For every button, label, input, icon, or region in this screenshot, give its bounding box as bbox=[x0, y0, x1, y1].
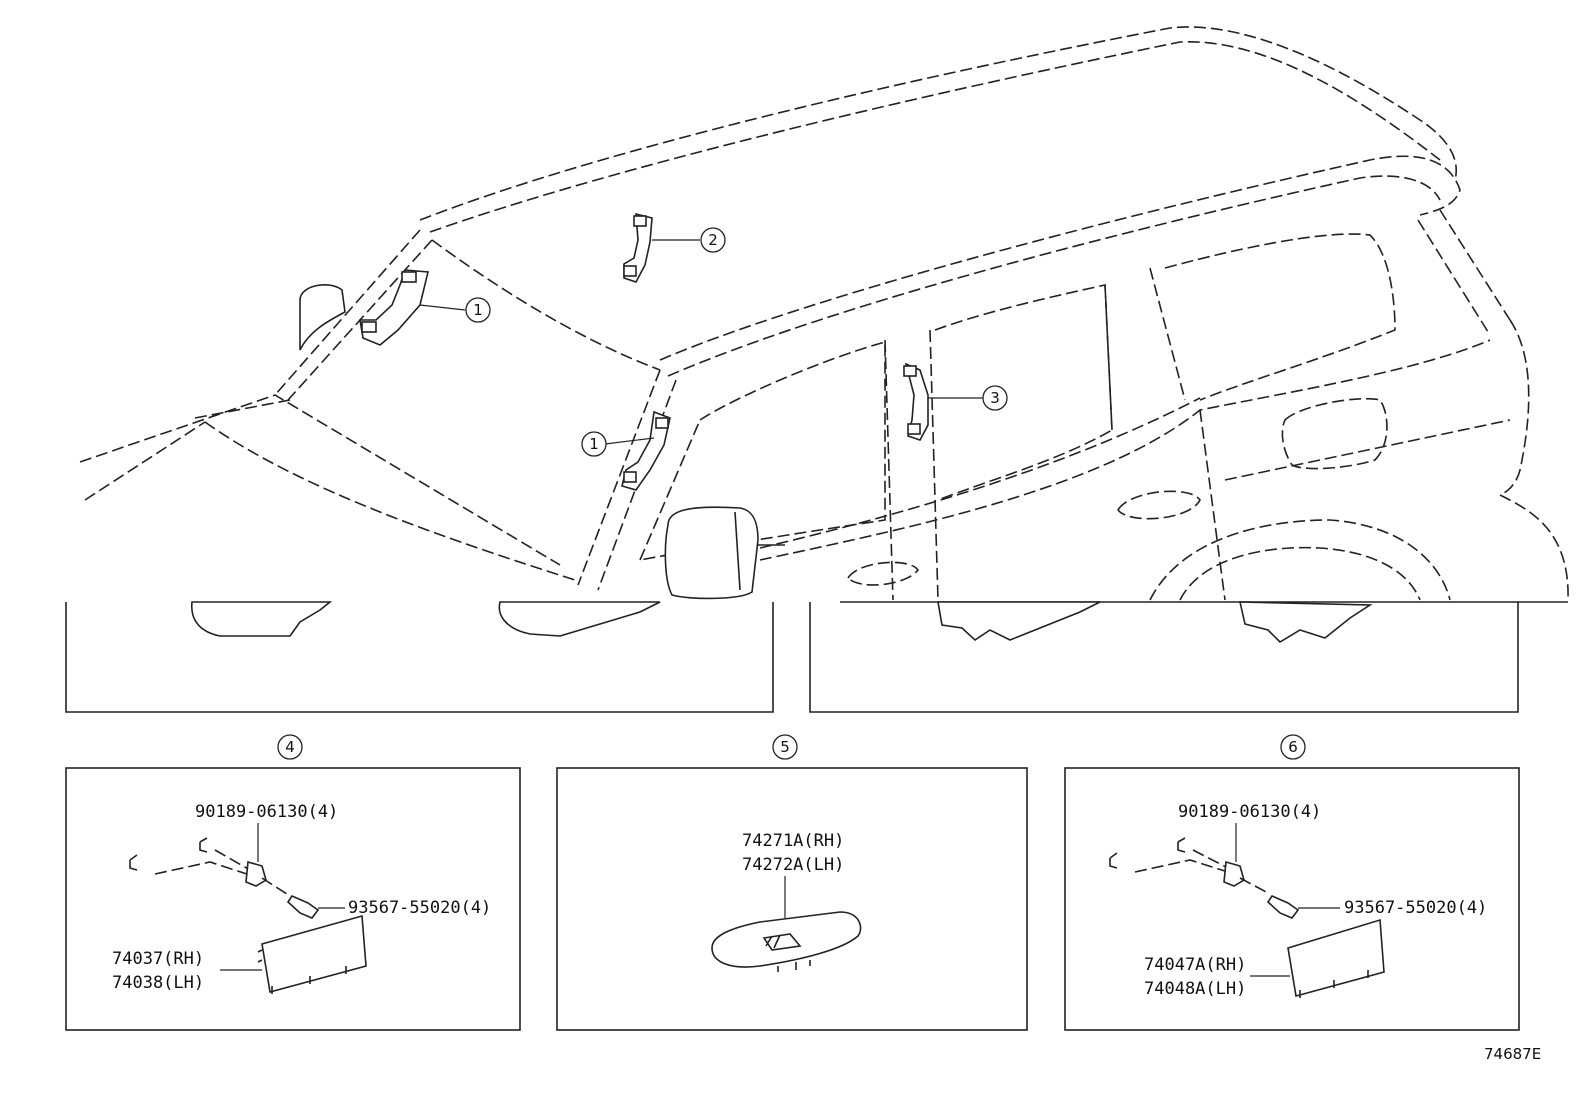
callout-6: 6 bbox=[1280, 734, 1306, 760]
assist-grip-a-pillar bbox=[621, 410, 671, 491]
panel-4-part-lh: 74038(LH) bbox=[112, 973, 204, 993]
assist-grip-b-pillar bbox=[903, 362, 929, 441]
panel-6-screw-label: 90189-06130(4) bbox=[1178, 802, 1321, 822]
panel-5-box bbox=[556, 767, 1028, 1031]
panel-4-screw-label: 90189-06130(4) bbox=[195, 802, 338, 822]
svg-text:2: 2 bbox=[708, 231, 718, 249]
panel-4-part-rh: 74037(RH) bbox=[112, 949, 204, 969]
panel-5-part-lh: 74272A(LH) bbox=[742, 855, 844, 875]
diagram-reference-number: 74687E bbox=[1484, 1045, 1541, 1063]
panel-6-bolt-label: 93567-55020(4) bbox=[1344, 898, 1487, 918]
svg-text:4: 4 bbox=[285, 738, 295, 756]
callout-5: 5 bbox=[772, 734, 798, 760]
panel-6-part-lh: 74048A(LH) bbox=[1144, 979, 1246, 999]
panel-5-part-rh: 74271A(RH) bbox=[742, 831, 844, 851]
callout-3: 3 bbox=[982, 385, 1008, 411]
svg-text:6: 6 bbox=[1288, 738, 1298, 756]
svg-text:1: 1 bbox=[589, 435, 599, 453]
assist-grip-front-upper bbox=[359, 269, 429, 346]
panel-6-box bbox=[1064, 767, 1520, 1031]
callout-4: 4 bbox=[277, 734, 303, 760]
callout-2: 2 bbox=[700, 227, 726, 253]
panel-4-box bbox=[65, 767, 521, 1031]
callout-1-upper: 1 bbox=[465, 297, 491, 323]
upper-detail-boxes bbox=[65, 601, 1519, 713]
svg-text:3: 3 bbox=[990, 389, 1000, 407]
callout-1-lower: 1 bbox=[581, 431, 607, 457]
assist-grip-roof bbox=[623, 212, 653, 283]
panel-6-part-rh: 74047A(RH) bbox=[1144, 955, 1246, 975]
svg-text:1: 1 bbox=[473, 301, 483, 319]
vehicle-outline bbox=[79, 26, 1569, 603]
panel-4-bolt-label: 93567-55020(4) bbox=[348, 898, 491, 918]
window-switch-bezel bbox=[711, 911, 862, 972]
svg-text:5: 5 bbox=[780, 738, 790, 756]
